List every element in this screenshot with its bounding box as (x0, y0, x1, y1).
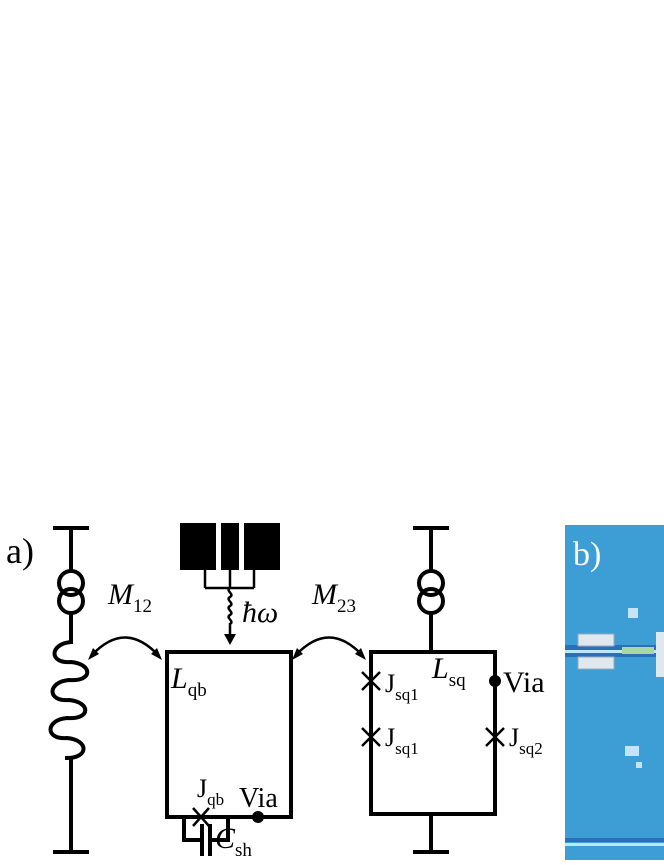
m12-label: M12 (107, 578, 152, 617)
photon-arrowhead (224, 634, 236, 645)
panel-b-label: b) (573, 536, 601, 573)
current-source-left-lower (57, 587, 85, 615)
micrograph-feature-top (628, 608, 638, 618)
j-qb-label: Jqb (197, 774, 224, 809)
panel-b-micrograph: b) (565, 525, 664, 860)
junction-sq1-bottom-cross-b (361, 727, 381, 747)
squid-readout: Lsq Via Jsq1 Jsq1 Jsq2 (361, 526, 545, 854)
l-sq-label: Lsq (431, 652, 466, 691)
comb-block-3 (244, 523, 280, 570)
arrowhead-m12-left (88, 648, 99, 660)
arrowhead-m12-right (151, 648, 162, 660)
via-sq-dot (489, 675, 501, 687)
micrograph-pad-left-bottom (577, 656, 615, 670)
micrograph-feature-dot (636, 762, 642, 768)
comb-block-1 (180, 523, 216, 570)
micrograph-centerline (565, 650, 664, 653)
flux-bias-line (48, 526, 90, 854)
micrograph-junction-strip (622, 647, 654, 654)
m23-label: M23 (311, 578, 356, 617)
micrograph-background (565, 525, 664, 860)
microwave-source: ħω (180, 523, 280, 645)
photon-wiggle (227, 586, 233, 634)
via-qb-dot (252, 811, 264, 823)
j-sq1-top-label: Jsq1 (385, 669, 419, 704)
shunt-wire-right (209, 815, 230, 842)
panel-a-label: a) (6, 531, 34, 571)
arrowhead-m23-right (355, 648, 366, 660)
j-sq1-bottom-label: Jsq1 (385, 723, 419, 758)
junction-qb-cross-b (192, 807, 210, 827)
current-source-left-upper (57, 569, 85, 597)
junction-sq1-top-cross-b (361, 671, 381, 691)
photon-label: ħω (242, 596, 278, 629)
via-qb-label: Via (239, 783, 278, 814)
j-sq2-label: Jsq2 (509, 723, 543, 758)
shunt-wire-left (182, 815, 203, 842)
qubit-loop: Lqb Jqb Via Csh (165, 650, 293, 861)
arrowhead-m23-left (292, 648, 303, 660)
coupling-arc-m12 (91, 636, 159, 656)
inductor-coil (48, 639, 90, 761)
junction-sq2-cross-b (485, 727, 505, 747)
micrograph-pad-left-top (577, 633, 615, 647)
coupling-arc-m23 (295, 636, 363, 656)
comb-block-2 (221, 523, 239, 570)
micrograph-pad-right (656, 632, 664, 677)
c-sh-label: Csh (215, 822, 252, 860)
via-sq-label: Via (503, 666, 545, 699)
l-qb-label: Lqb (170, 662, 207, 701)
current-source-right-upper (417, 569, 445, 597)
micrograph-feature-bottom (625, 746, 639, 756)
micrograph-bottom-highlight (565, 843, 664, 846)
current-source-right-lower (417, 587, 445, 615)
micrograph-bottom-line (565, 838, 664, 842)
